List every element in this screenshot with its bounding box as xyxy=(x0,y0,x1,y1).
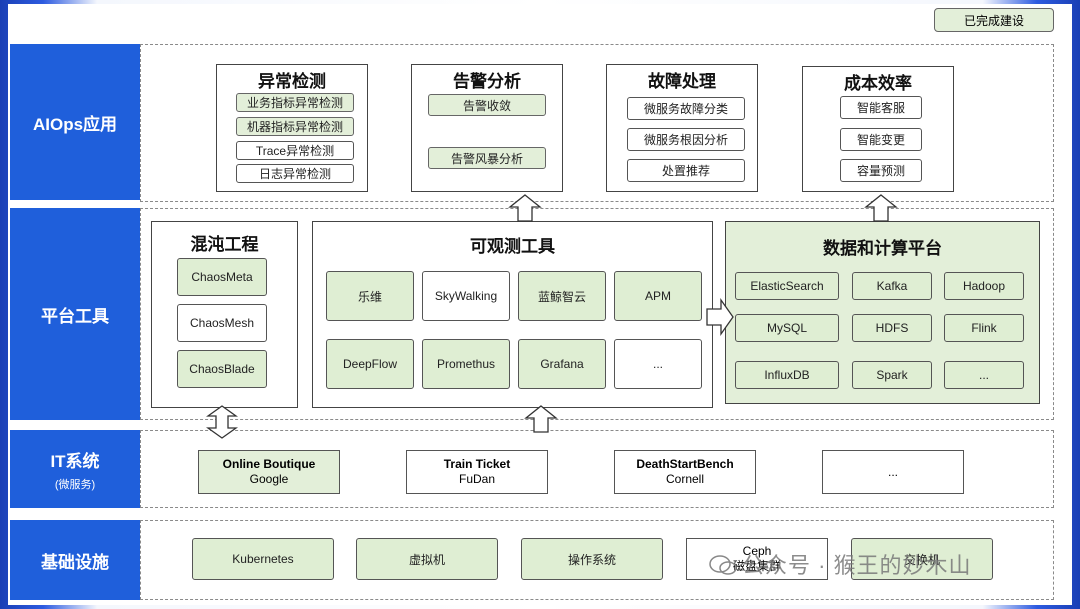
cost-item: 智能变更 xyxy=(840,128,922,151)
observe-title: 可观测工具 xyxy=(470,237,555,256)
watermark: 公众号 · 猴王的妙木山 xyxy=(742,553,972,578)
data-tool: Kafka xyxy=(852,272,932,300)
infra-item: Kubernetes xyxy=(192,538,334,580)
fault-item: 微服务故障分类 xyxy=(627,97,745,120)
layer-tag-aiops: AIOps应用 xyxy=(10,44,140,200)
infra-item: 虚拟机 xyxy=(356,538,498,580)
observe-tool: APM xyxy=(614,271,702,321)
observe-tool: Promethus xyxy=(422,339,510,389)
observe-tool: SkyWalking xyxy=(422,271,510,321)
fault-title: 故障处理 xyxy=(648,72,716,91)
it-system-org: Cornell xyxy=(665,472,704,486)
legend-completed: 已完成建设 xyxy=(934,8,1054,32)
data-tool: HDFS xyxy=(852,314,932,342)
layer-tag-platform: 平台工具 xyxy=(10,208,140,420)
it-system-org: FuDan xyxy=(458,472,496,486)
layer-it-label: IT系统 xyxy=(50,451,100,471)
chaos-tool: ChaosMesh xyxy=(177,304,267,342)
wechat-icon xyxy=(709,555,737,575)
anomaly-title: 异常检测 xyxy=(258,72,326,91)
anomaly-item: 业务指标异常检测 xyxy=(236,93,354,112)
data-tool: Hadoop xyxy=(944,272,1024,300)
it-system-name: Online Boutique xyxy=(222,457,316,471)
chaos-tool: ChaosBlade xyxy=(177,350,267,388)
platform-layer xyxy=(140,208,1054,420)
alert-title: 告警分析 xyxy=(453,72,521,91)
infra-item-sublabel: 磁盘集群 xyxy=(732,559,781,573)
layer-it-sublabel: (微服务) xyxy=(54,478,96,491)
it-system-org: Google xyxy=(249,472,289,486)
it-system: ... xyxy=(822,450,964,494)
cost-item: 智能客服 xyxy=(840,96,922,119)
layer-tag-it: IT系统 (微服务) xyxy=(10,430,140,508)
arrow-up-icon xyxy=(524,405,558,433)
arrow-up-icon xyxy=(864,194,898,222)
anomaly-item: Trace异常检测 xyxy=(236,141,354,160)
data-tool: Spark xyxy=(852,361,932,389)
data-tool: ElasticSearch xyxy=(735,272,839,300)
chaos-tool: ChaosMeta xyxy=(177,258,267,296)
observe-tool: DeepFlow xyxy=(326,339,414,389)
layer-aiops-label: AIOps应用 xyxy=(32,114,118,134)
anomaly-item: 机器指标异常检测 xyxy=(236,117,354,136)
cost-title: 成本效率 xyxy=(844,74,912,93)
anomaly-item: 日志异常检测 xyxy=(236,164,354,183)
infra-item-label: Ceph xyxy=(742,544,772,558)
fault-item: 处置推荐 xyxy=(627,159,745,182)
observe-tool: 乐维 xyxy=(326,271,414,321)
data-tool: ... xyxy=(944,361,1024,389)
alert-item: 告警收敛 xyxy=(428,94,546,116)
fault-item: 微服务根因分析 xyxy=(627,128,745,151)
cost-item: 容量预测 xyxy=(840,159,922,182)
observe-tool: ... xyxy=(614,339,702,389)
infra-layer xyxy=(140,520,1054,600)
observe-tool: 蓝鲸智云 xyxy=(518,271,606,321)
it-layer xyxy=(140,430,1054,508)
data-tool: Flink xyxy=(944,314,1024,342)
arrow-up-icon xyxy=(508,194,542,222)
infra-item: 操作系统 xyxy=(521,538,663,580)
it-system-name: ... xyxy=(887,464,898,479)
layer-infra-label: 基础设施 xyxy=(41,552,109,572)
data-tool: MySQL xyxy=(735,314,839,342)
layer-platform-label: 平台工具 xyxy=(41,306,109,326)
alert-card: 告警分析 xyxy=(411,64,563,192)
aiops-layer xyxy=(140,44,1054,202)
infra-item: 交换机 xyxy=(851,538,993,580)
it-system-name: DeathStartBench xyxy=(636,457,734,471)
chaos-title: 混沌工程 xyxy=(190,235,259,254)
layer-tag-infra: 基础设施 xyxy=(10,520,140,600)
data-title: 数据和计算平台 xyxy=(823,239,942,258)
arrow-updown-icon xyxy=(206,405,238,439)
data-tool: InfluxDB xyxy=(735,361,839,389)
it-system-name: Train Ticket xyxy=(443,457,511,471)
observe-tool: Grafana xyxy=(518,339,606,389)
arrow-right-icon xyxy=(706,297,734,337)
alert-item: 告警风暴分析 xyxy=(428,147,546,169)
